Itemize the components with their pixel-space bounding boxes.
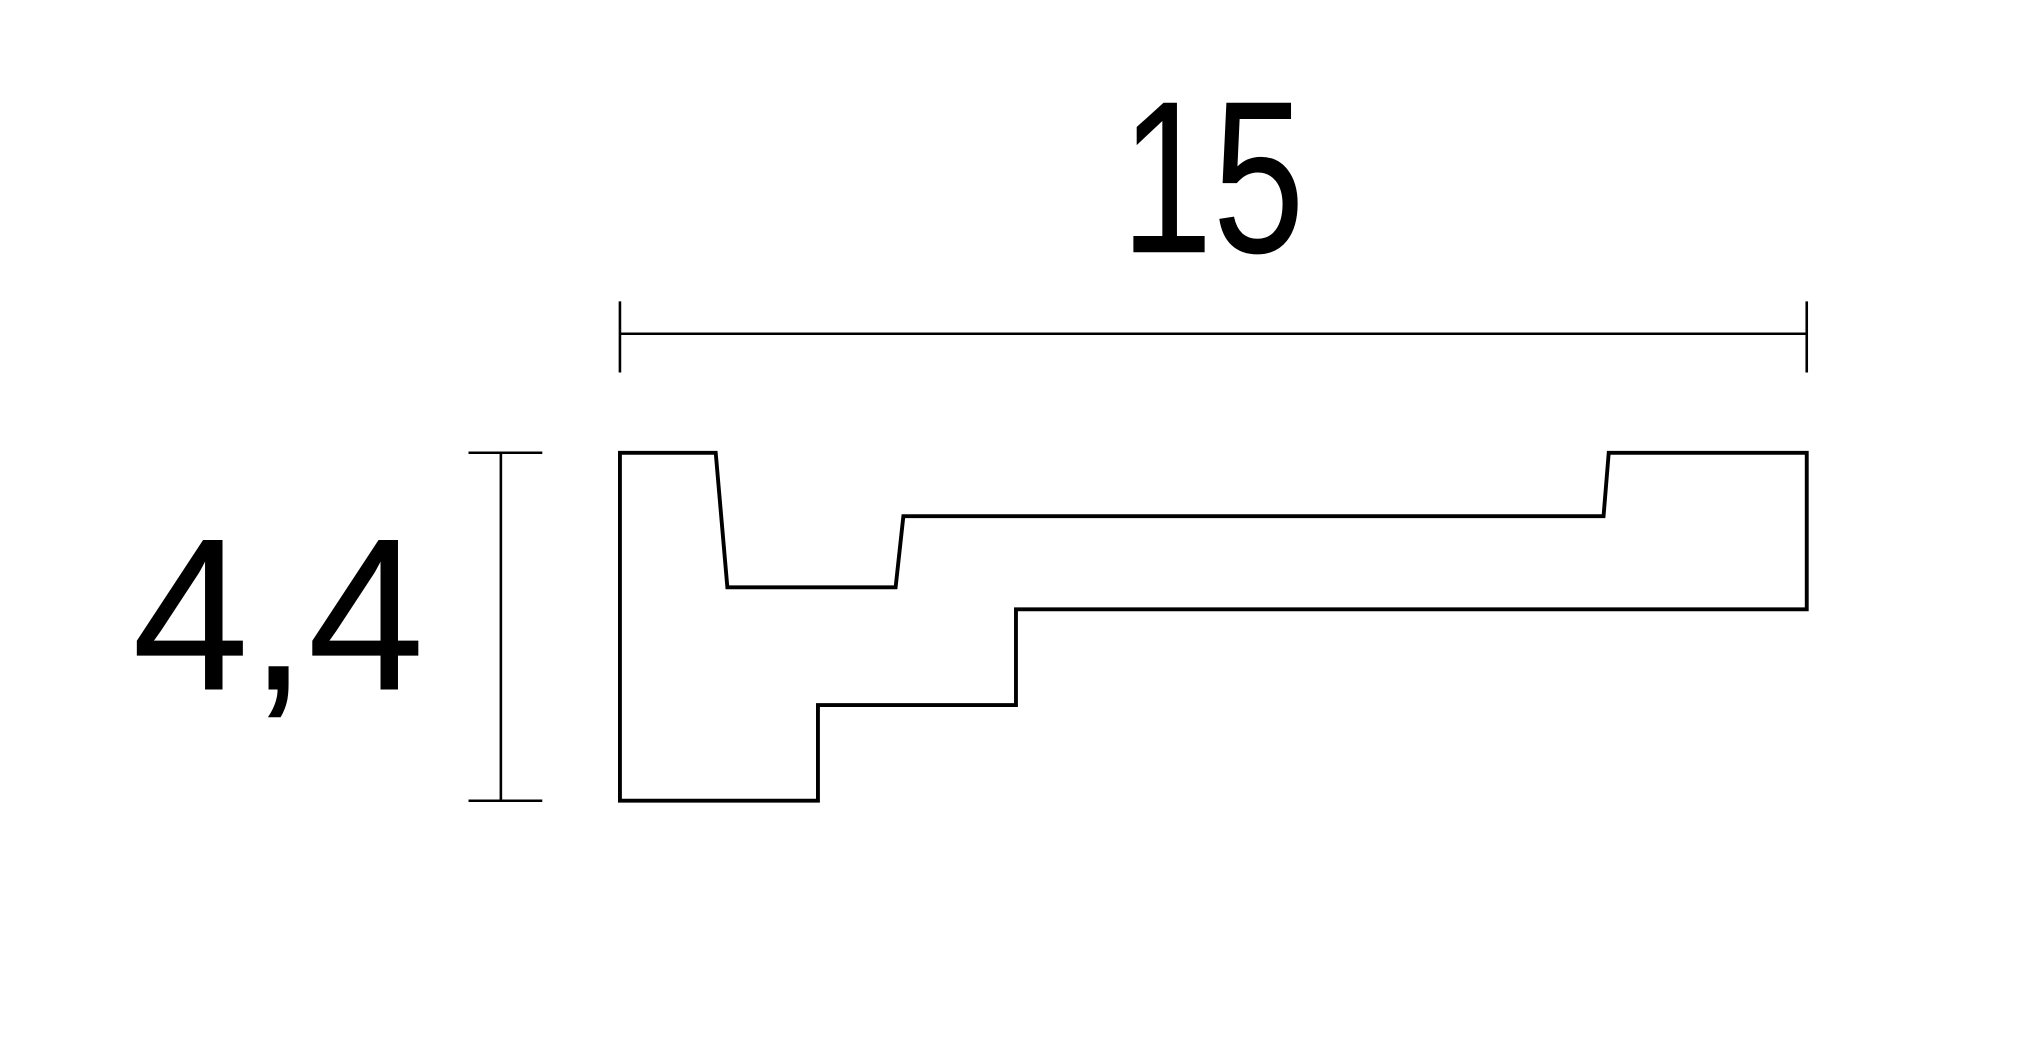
moulding-profile-outline: [617, 450, 1809, 803]
height-label: 4,4: [132, 494, 424, 737]
width-dimension: 15: [618, 56, 1809, 373]
width-label: 15: [1121, 56, 1305, 299]
height-dimension: 4,4: [132, 451, 543, 803]
